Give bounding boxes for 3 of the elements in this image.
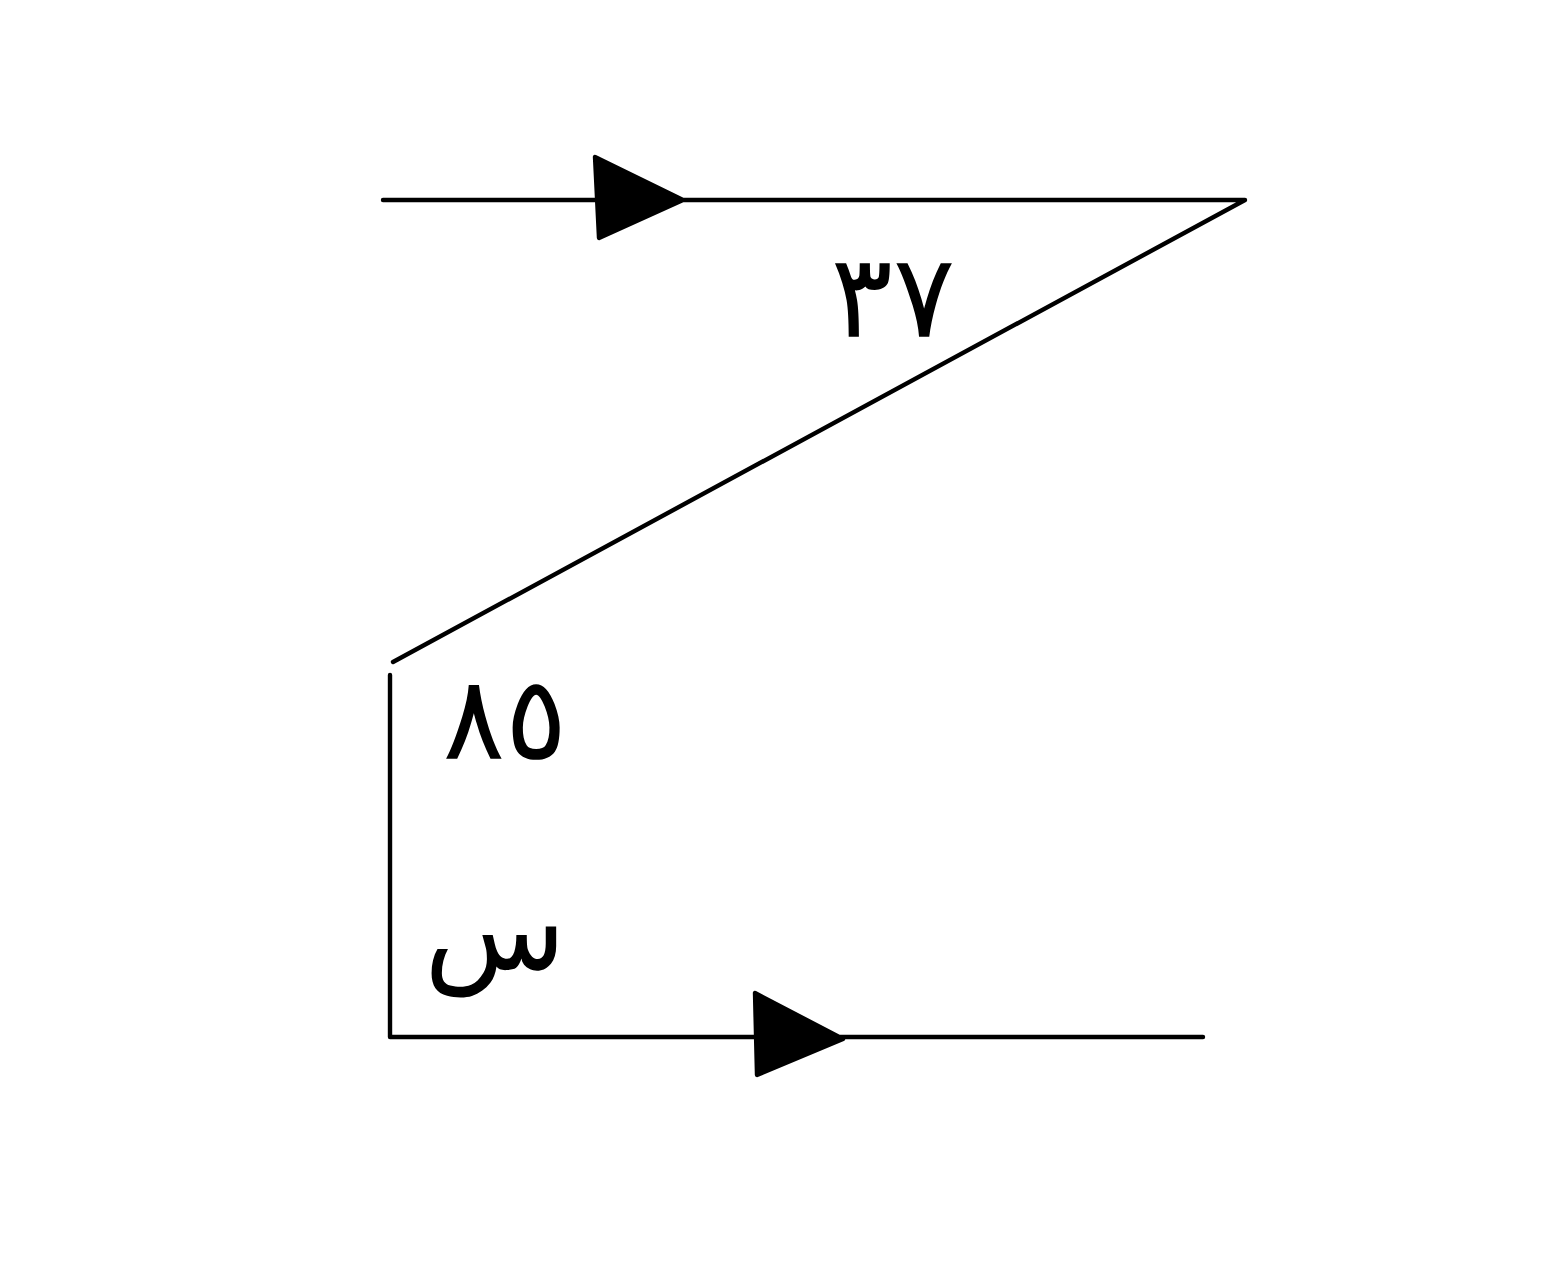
angle-label: ٣٧ [835, 263, 952, 337]
angle-label: س [431, 926, 557, 998]
angle-label: ٨٥ [446, 684, 560, 760]
